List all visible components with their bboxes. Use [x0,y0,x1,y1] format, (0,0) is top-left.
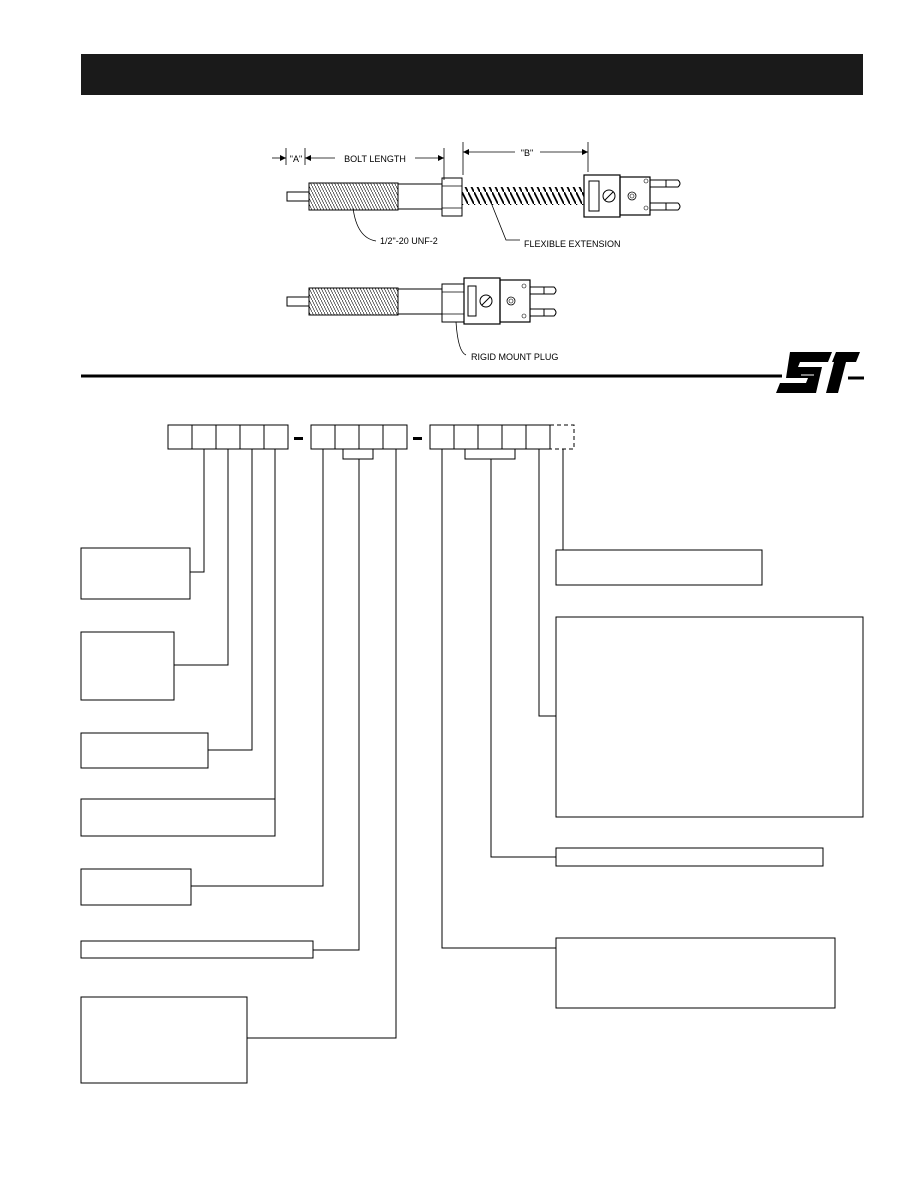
code-group-2 [310,424,408,450]
desc-box-10 [555,847,824,867]
sensor-drawing-flexible: "A" BOLT LENGTH "B" 1/2"-20 UNF-2 [272,142,681,249]
part-code [80,424,864,1084]
code-optional-box [549,424,575,450]
header-bar [81,54,863,95]
desc-box-4 [80,798,276,837]
code-separator-1 [294,437,303,440]
desc-box-3 [80,732,209,769]
desc-box-8 [555,549,763,586]
code-separator-2 [413,437,422,440]
desc-box-9 [555,616,864,818]
dim-a-label: "A" [290,154,302,164]
dim-bolt-length-label: BOLT LENGTH [344,154,406,164]
st-logo [776,352,860,393]
code-group-3 [429,424,551,450]
dim-b-label: "B" [521,148,533,158]
sensor-drawing-rigid: RIGID MOUNT PLUG [286,277,558,362]
thread-callout: 1/2"-20 UNF-2 [380,236,438,246]
desc-box-5 [80,868,192,906]
desc-box-11 [555,937,836,1009]
desc-box-7 [80,996,248,1084]
desc-box-6 [80,940,314,959]
flexible-extension-callout: FLEXIBLE EXTENSION [524,239,621,249]
desc-box-2 [80,631,175,701]
rigid-mount-plug-callout: RIGID MOUNT PLUG [471,352,558,362]
code-group-1 [167,424,289,450]
desc-box-1 [80,547,191,600]
